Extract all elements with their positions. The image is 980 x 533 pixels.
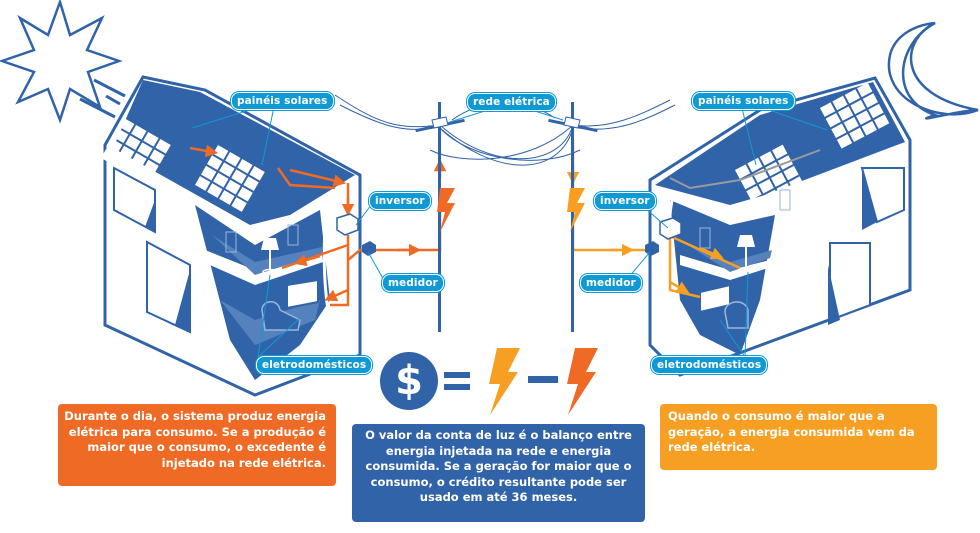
lightning-icon-export xyxy=(437,188,455,232)
lightning-icon-consumed xyxy=(567,348,598,415)
dollar-coin-icon xyxy=(380,352,438,410)
label-appliances-left: eletrodomésticos xyxy=(256,356,373,374)
utility-pole-right xyxy=(548,102,598,332)
caption-daytime: Durante o dia, o sistema produz energia … xyxy=(58,404,336,486)
utility-pole-left xyxy=(415,102,465,332)
house-right xyxy=(648,76,912,377)
label-solar-panels-left: painéis solares xyxy=(231,92,334,110)
equals-sign-bottom xyxy=(444,384,470,390)
moon-icon xyxy=(887,21,979,120)
sun-icon xyxy=(0,0,123,124)
label-appliances-right: eletrodomésticos xyxy=(651,356,768,374)
label-meter-left: medidor xyxy=(382,274,444,292)
equation xyxy=(380,348,598,415)
minus-sign xyxy=(528,376,558,383)
label-meter-right: medidor xyxy=(580,274,642,292)
inverter-left xyxy=(336,213,359,236)
solar-panel-right-1 xyxy=(820,82,890,149)
meter-right xyxy=(645,241,659,256)
lightning-icon-import xyxy=(567,188,585,232)
lightning-icon-injected xyxy=(489,348,520,415)
caption-nighttime: Quando o consumo é maior que a geração, … xyxy=(660,404,937,470)
inverter-right xyxy=(659,217,682,240)
house-left xyxy=(101,75,362,397)
meter-left xyxy=(362,241,376,256)
label-solar-panels-right: painéis solares xyxy=(692,92,795,110)
label-inverter-right: inversor xyxy=(594,192,656,210)
sun-rays xyxy=(79,78,126,119)
caption-balance: O valor da conta de luz é o balanço entr… xyxy=(352,424,645,522)
label-inverter-left: inversor xyxy=(369,192,431,210)
label-grid: rede elétrica xyxy=(467,93,556,111)
solar-panel-left-1 xyxy=(101,118,171,185)
equals-sign-top xyxy=(444,372,470,378)
gray-wire-right xyxy=(669,149,821,190)
dollar-symbol: $ xyxy=(395,358,423,404)
